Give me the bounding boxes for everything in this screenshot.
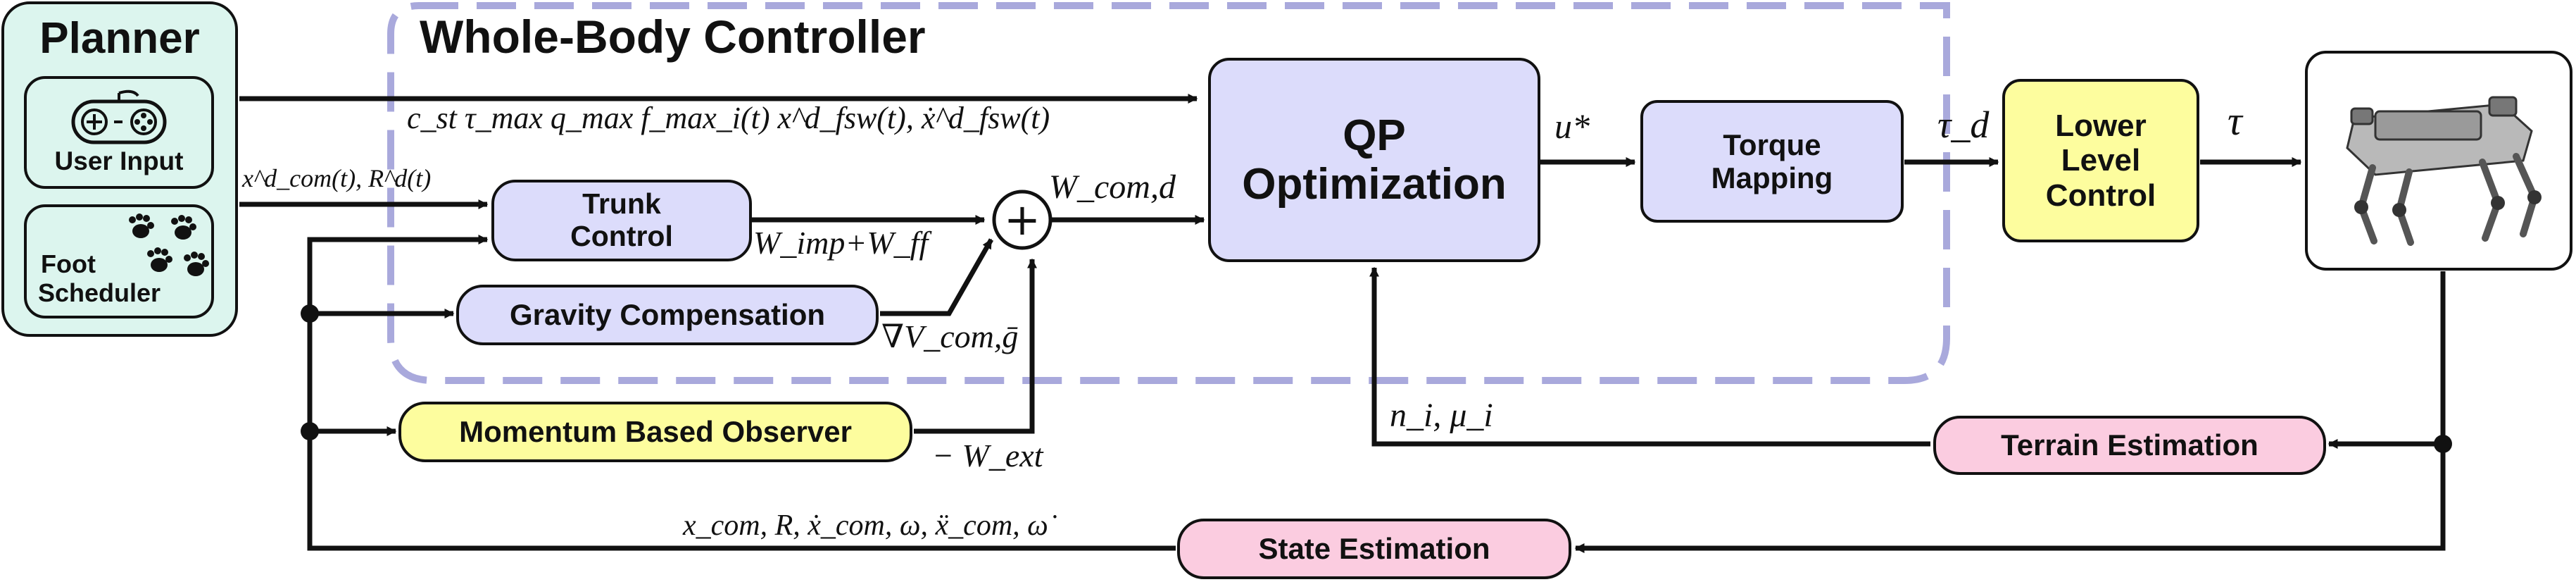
u-star-label: u* bbox=[1554, 106, 1590, 146]
llc-line2: Level bbox=[2061, 143, 2141, 178]
state-estimation-block[interactable]: State Estimation bbox=[1177, 519, 1571, 579]
line-robot-feedback bbox=[1574, 271, 2446, 553]
lower-level-control-block[interactable]: Lower Level Control bbox=[2002, 79, 2199, 242]
momentum-observer-block[interactable]: Momentum Based Observer bbox=[398, 402, 912, 462]
trunk-control-block[interactable]: Trunk Control bbox=[491, 180, 752, 261]
arrow-observer-to-sum bbox=[914, 258, 1037, 434]
user-input-label: User Input bbox=[54, 147, 184, 176]
trunk-line1: Trunk bbox=[582, 187, 661, 221]
sum-junction-symbol: + bbox=[1004, 194, 1041, 245]
w-ext-label: − W_ext bbox=[932, 438, 1043, 473]
trunk-line2: Control bbox=[570, 220, 673, 252]
foot-scheduler-box[interactable]: Foot Scheduler bbox=[24, 204, 214, 318]
qp-optimization-block[interactable]: QP Optimization bbox=[1208, 58, 1540, 262]
junction-dot bbox=[301, 422, 319, 440]
terrain-label: Terrain Estimation bbox=[2001, 428, 2258, 462]
quadruped-robot-icon bbox=[2346, 96, 2542, 246]
observer-label: Momentum Based Observer bbox=[459, 415, 852, 449]
robot-box bbox=[2305, 51, 2572, 271]
state-vector-label: x_com, R, ẋ_com, ω, ẍ_com, ω̇ bbox=[683, 509, 1048, 542]
arrow-gravity-to-sum bbox=[880, 238, 994, 316]
w-com-d-label: W_com,d bbox=[1049, 168, 1176, 206]
torque-line1: Torque bbox=[1723, 128, 1821, 161]
grad-v-label: ∇V_com,ḡ bbox=[881, 318, 1019, 354]
arrow-terrain-to-qp bbox=[1369, 266, 1930, 447]
user-input-box[interactable]: User Input bbox=[24, 76, 214, 189]
foot-scheduler-line2: Scheduler bbox=[38, 278, 161, 308]
top-params-label: c_st τ_max q_max f_max_i(t) x^d_fsw(t), … bbox=[407, 101, 1050, 135]
planner-title: Planner bbox=[39, 14, 200, 63]
llc-line3: Control bbox=[2045, 178, 2156, 213]
junction-dot bbox=[2434, 435, 2452, 453]
foot-scheduler-label: Foot Scheduler bbox=[38, 249, 161, 308]
line-state-feedback bbox=[307, 235, 1176, 551]
paw-prints-icon bbox=[129, 213, 209, 276]
tau-label: τ bbox=[2228, 98, 2242, 144]
wbc-title: Whole-Body Controller bbox=[420, 11, 926, 63]
terrain-estimation-block[interactable]: Terrain Estimation bbox=[1933, 416, 2326, 475]
torque-line2: Mapping bbox=[1711, 161, 1833, 194]
junction-dot bbox=[301, 304, 319, 323]
com-ref-label: x^d_com(t), R^d(t) bbox=[242, 164, 432, 192]
gravity-label: Gravity Compensation bbox=[509, 298, 826, 332]
llc-line1: Lower bbox=[2055, 109, 2147, 144]
qp-line2: Optimization bbox=[1242, 160, 1507, 209]
gravity-compensation-block[interactable]: Gravity Compensation bbox=[456, 285, 879, 345]
sum-junction bbox=[992, 190, 1053, 250]
torque-mapping-block[interactable]: Torque Mapping bbox=[1640, 100, 1904, 223]
qp-line1: QP bbox=[1343, 111, 1406, 160]
state-label: State Estimation bbox=[1258, 532, 1490, 566]
foot-scheduler-line1: Foot bbox=[41, 249, 96, 278]
wbc-dashed-boundary bbox=[387, 2, 1950, 384]
w-imp-ff-label: W_imp+W_ff bbox=[753, 225, 929, 261]
gamepad-icon bbox=[71, 90, 167, 144]
tau-d-label: τ_d bbox=[1937, 104, 1990, 146]
n-mu-label: n_i, μ_i bbox=[1390, 397, 1493, 434]
